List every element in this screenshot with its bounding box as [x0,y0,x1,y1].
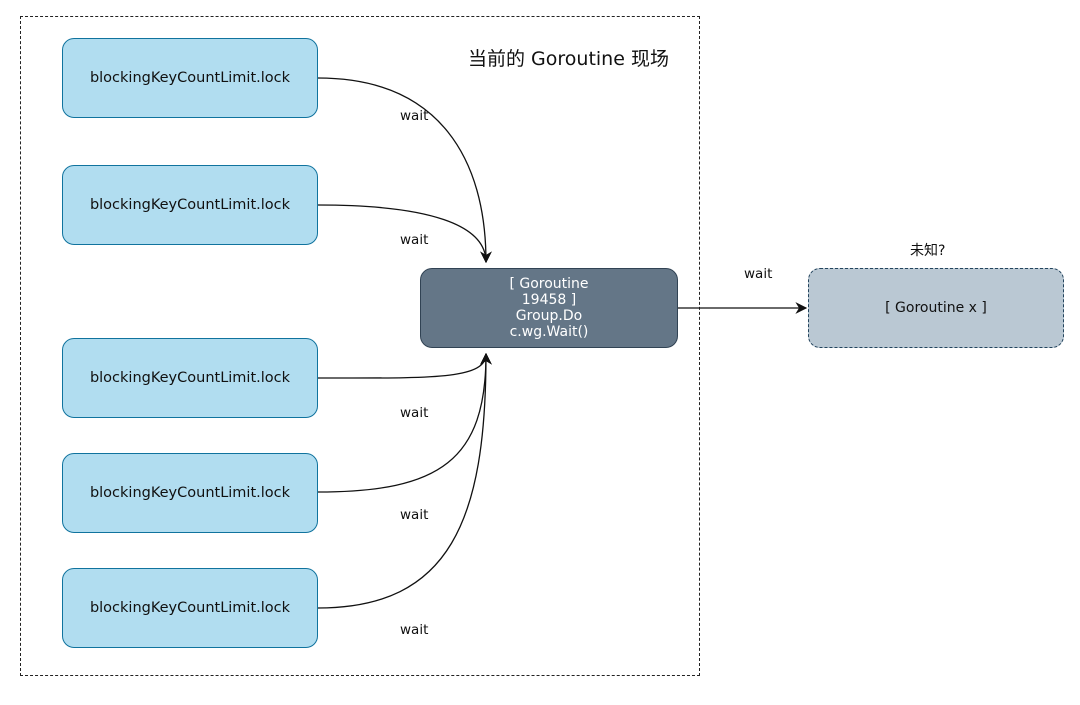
edge-label-5: wait [400,622,429,638]
goroutine-19458-node: [ Goroutine 19458 ] Group.Do c.wg.Wait() [420,268,678,348]
edge-label-4: wait [400,507,429,523]
lock-box-5: blockingKeyCountLimit.lock [62,568,318,648]
edge-label-3: wait [400,405,429,421]
center-node-line-1: [ Goroutine [509,276,589,292]
lock-box-label: blockingKeyCountLimit.lock [89,370,291,386]
unknown-caption: 未知? [910,243,946,259]
frame-title: 当前的 Goroutine 现场 [468,48,669,70]
goroutine-x-node: [ Goroutine x ] [808,268,1064,348]
edge-label-2: wait [400,232,429,248]
wait-edge-3 [317,352,492,379]
unknown-node-label: [ Goroutine x ] [885,300,987,316]
wait-edge-1 [317,77,492,264]
lock-box-4: blockingKeyCountLimit.lock [62,453,318,533]
wait-edge-5 [317,352,492,609]
lock-box-label: blockingKeyCountLimit.lock [89,197,291,213]
lock-box-2: blockingKeyCountLimit.lock [62,165,318,245]
lock-box-1: blockingKeyCountLimit.lock [62,38,318,118]
center-node-line-4: c.wg.Wait() [509,324,589,340]
center-node-line-2: 19458 ] [521,292,577,308]
lock-box-label: blockingKeyCountLimit.lock [89,485,291,501]
lock-box-3: blockingKeyCountLimit.lock [62,338,318,418]
center-node-line-3: Group.Do [515,308,583,324]
goroutine-scene-frame [20,16,700,676]
lock-box-label: blockingKeyCountLimit.lock [89,600,291,616]
edge-label-1: wait [400,108,429,124]
wait-edge-2 [317,204,492,264]
lock-box-label: blockingKeyCountLimit.lock [89,70,291,86]
wait-edge-4 [317,352,492,493]
outgoing-edge-label: wait [744,266,773,282]
